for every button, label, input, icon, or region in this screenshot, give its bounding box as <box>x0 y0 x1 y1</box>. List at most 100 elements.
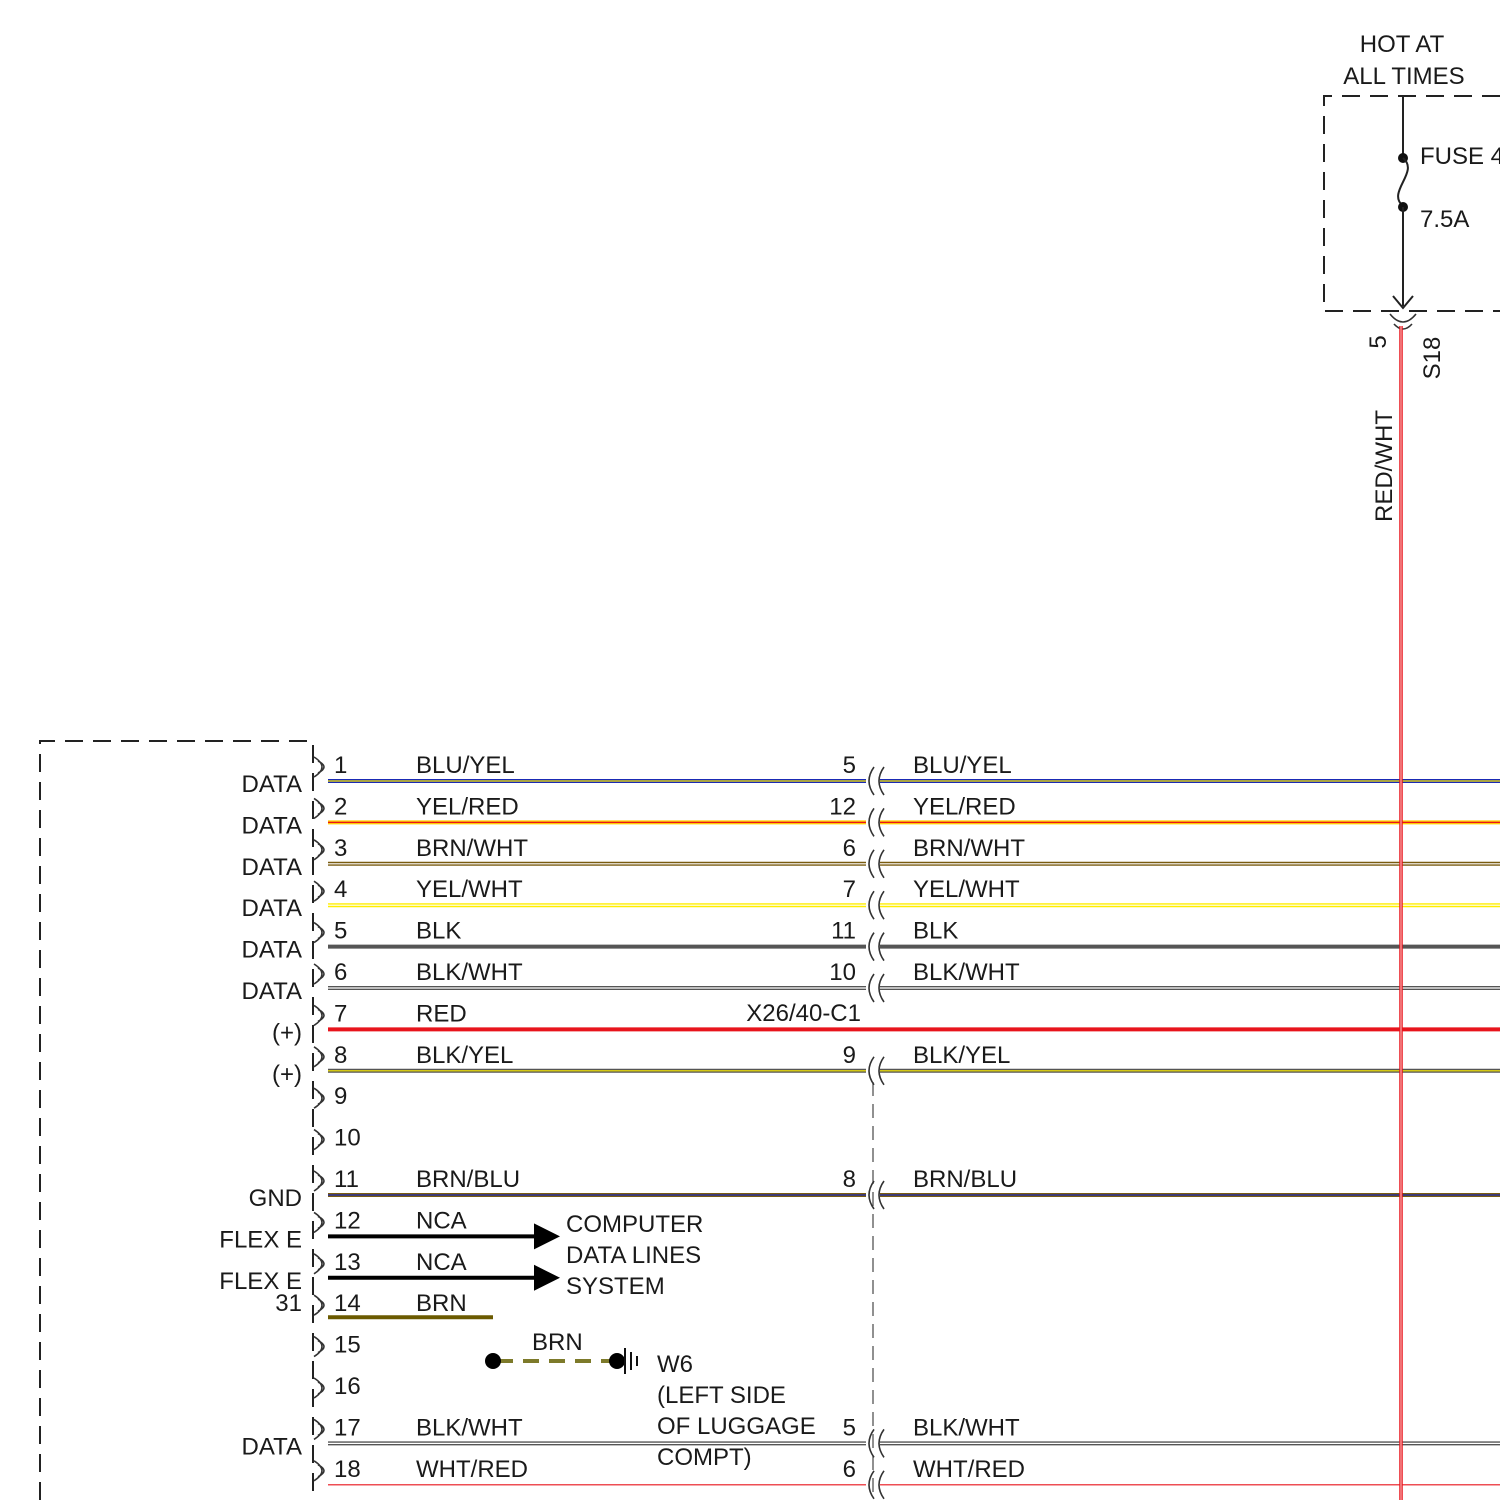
wire-color-label: NCA <box>416 1207 467 1234</box>
middle-pin-number: 6 <box>843 1456 856 1483</box>
left-connector-hook <box>314 757 324 777</box>
left-connector-hook <box>314 1254 324 1274</box>
s18-connector-hook <box>1390 314 1416 329</box>
middle-connector-label: X26/40-C1 <box>746 1000 861 1027</box>
wire-color-label: RED <box>416 1000 467 1027</box>
middle-pin-number: 7 <box>843 876 856 903</box>
left-connector-hook <box>314 840 324 860</box>
middle-pin-number: 6 <box>843 835 856 862</box>
pin-number: 13 <box>334 1249 361 1276</box>
pin-function-label: DATA <box>242 854 302 881</box>
middle-pin-number: 10 <box>829 959 856 986</box>
pin-number: 11 <box>334 1166 359 1193</box>
middle-pin-number: 9 <box>843 1042 856 1069</box>
wire-color-label-right: WHT/RED <box>913 1456 1025 1483</box>
wire-color-label: BLK <box>416 918 461 945</box>
pin-number: 5 <box>334 918 347 945</box>
pin-number: 12 <box>334 1207 361 1234</box>
arrow-icon <box>534 1223 560 1249</box>
wire-color-label-right: BRN/BLU <box>913 1166 1017 1193</box>
wire-color-label: WHT/RED <box>416 1456 528 1483</box>
wire-color-label: YEL/RED <box>416 793 519 820</box>
splice-dot <box>485 1353 501 1369</box>
fuse-box-outline <box>1324 96 1500 311</box>
pin-number: 9 <box>334 1083 347 1110</box>
ground-icon <box>625 1348 637 1374</box>
all-times-label: ALL TIMES <box>1343 63 1464 90</box>
pin-function-label: GND <box>249 1185 302 1212</box>
ground-wire-label: BRN <box>532 1329 583 1356</box>
left-connector-hook <box>314 1047 324 1067</box>
pin-function-label: DATA <box>242 978 302 1005</box>
left-connector-hook <box>314 1088 324 1108</box>
wire-color-label: BRN/WHT <box>416 835 528 862</box>
wire-color-label-right: BLU/YEL <box>913 752 1012 779</box>
ground-desc-line2: OF LUGGAGE <box>657 1413 816 1440</box>
wire-color-label: NCA <box>416 1249 467 1276</box>
wire-color-label-right: BRN/WHT <box>913 835 1025 862</box>
red-wht-wire-label: RED/WHT <box>1371 410 1398 522</box>
left-connector-hook <box>314 1378 324 1398</box>
fuse-rating: 7.5A <box>1420 206 1469 233</box>
ground-w6: BRN W6 (LEFT SIDE OF LUGGAGE COMPT) <box>485 1329 816 1471</box>
computer-label-line1: COMPUTER <box>566 1211 703 1238</box>
pin-function-label: 31 <box>275 1290 302 1317</box>
middle-pin-number: 12 <box>829 793 856 820</box>
pin-number: 16 <box>334 1373 361 1400</box>
pin-function-label: (+) <box>272 1061 302 1088</box>
computer-data-lines-label: COMPUTER DATA LINES SYSTEM <box>566 1211 703 1300</box>
wire-color-label: BLU/YEL <box>416 752 515 779</box>
computer-label-line2: DATA LINES <box>566 1242 701 1269</box>
pin-number: 7 <box>334 1000 347 1027</box>
fuse-icon <box>1398 158 1408 206</box>
left-connector-hook <box>314 923 324 943</box>
wire-color-label-right: BLK/WHT <box>913 1414 1020 1441</box>
pin-function-label: FLEX E <box>219 1226 302 1253</box>
middle-pin-number: 11 <box>831 918 856 945</box>
left-connector-hook <box>314 798 324 818</box>
wire-color-label: BRN <box>416 1290 467 1317</box>
wire-color-label-right: YEL/RED <box>913 793 1016 820</box>
fuse-label: FUSE 4 <box>1420 143 1500 170</box>
fuse-block: HOT AT ALL TIMES FUSE 4 7.5A 5 S18 RED/W… <box>1324 31 1500 522</box>
ground-terminal-dot <box>609 1353 625 1369</box>
wire-color-label-right: BLK/WHT <box>913 959 1020 986</box>
wire-color-label-right: BLK <box>913 918 958 945</box>
ground-desc-line3: COMPT) <box>657 1444 752 1471</box>
pin-number: 18 <box>334 1456 361 1483</box>
pin-number: 6 <box>334 959 347 986</box>
pin-function-label: (+) <box>272 1019 302 1046</box>
left-connector-hook <box>314 1419 324 1439</box>
left-connector-hook <box>314 881 324 901</box>
left-connector-hook <box>314 1337 324 1357</box>
s18-pin-label: 5 <box>1365 335 1392 348</box>
hot-at-label: HOT AT <box>1360 31 1445 58</box>
arrow-icon <box>534 1265 560 1291</box>
pin-function-label: DATA <box>242 812 302 839</box>
pin-function-label: DATA <box>242 1433 302 1460</box>
pin-function-label: DATA <box>242 937 302 964</box>
wire-color-label-right: BLK/YEL <box>913 1042 1010 1069</box>
left-connector-hook <box>314 964 324 984</box>
computer-label-line3: SYSTEM <box>566 1273 665 1300</box>
pin-number: 1 <box>334 752 347 779</box>
pin-number: 17 <box>334 1414 361 1441</box>
wire-color-label: BRN/BLU <box>416 1166 520 1193</box>
middle-pin-number: 5 <box>843 1414 856 1441</box>
pin-function-label: DATA <box>242 771 302 798</box>
pin-number: 8 <box>334 1042 347 1069</box>
left-connector-hook <box>314 1295 324 1315</box>
wire-color-label-right: YEL/WHT <box>913 876 1020 903</box>
left-connector-hook <box>314 1130 324 1150</box>
wire-color-label: YEL/WHT <box>416 876 523 903</box>
left-connector-hook <box>314 1212 324 1232</box>
wire-color-label: BLK/WHT <box>416 1414 523 1441</box>
ground-id: W6 <box>657 1351 693 1378</box>
middle-pin-number: 8 <box>843 1166 856 1193</box>
pin-number: 14 <box>334 1290 361 1317</box>
left-connector-hook <box>314 1461 324 1481</box>
left-connector-hook <box>314 1005 324 1025</box>
pin-number: 3 <box>334 835 347 862</box>
s18-connector-label: S18 <box>1419 337 1446 380</box>
